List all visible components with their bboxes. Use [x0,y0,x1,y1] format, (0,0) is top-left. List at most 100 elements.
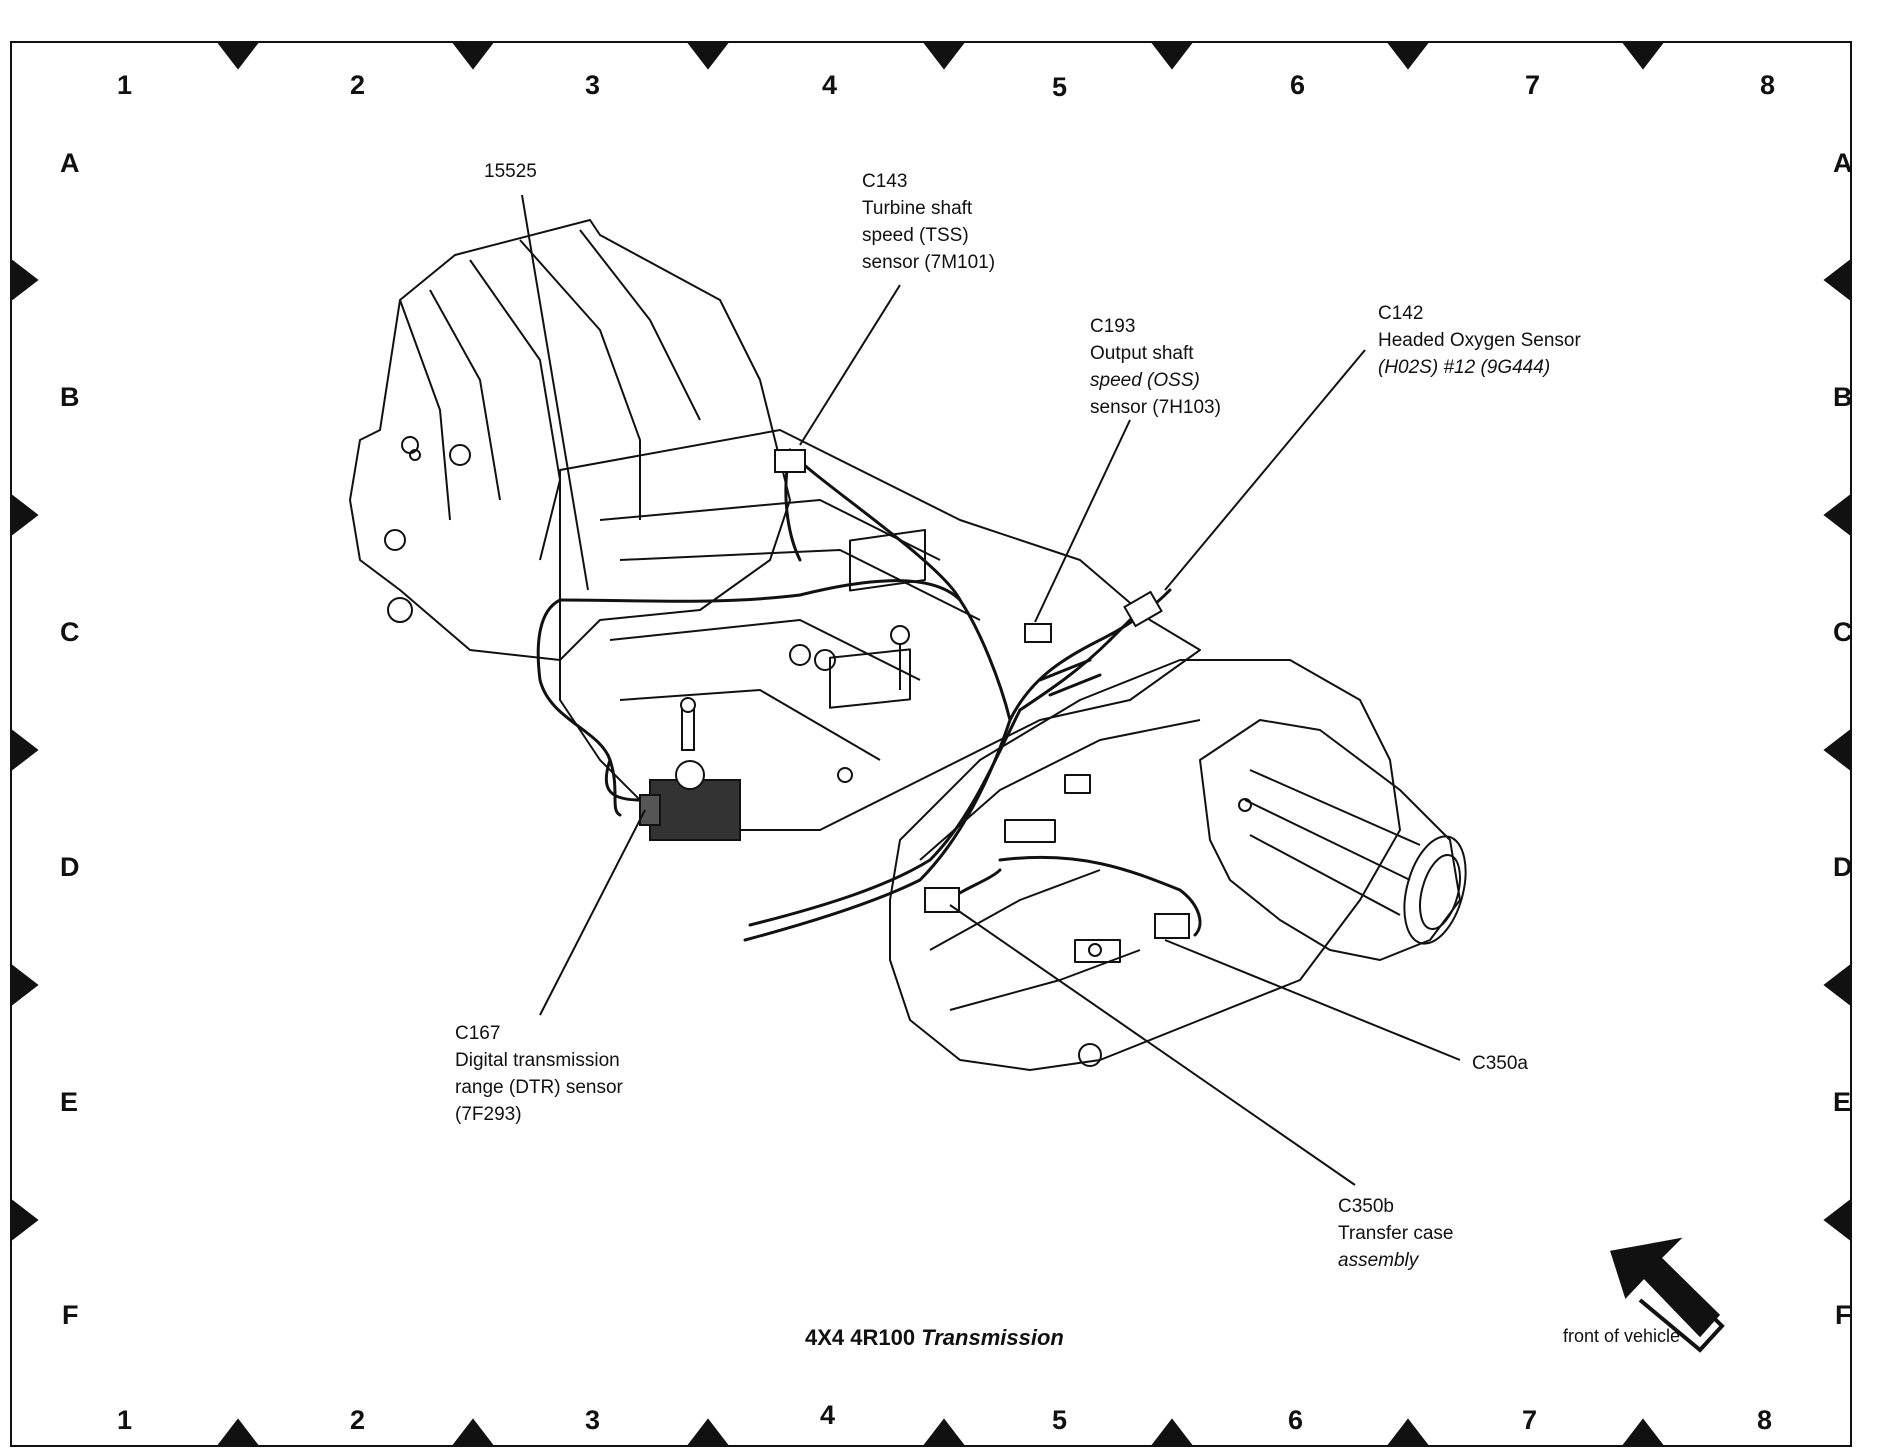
callout-c167: C167 Digital transmission range (DTR) se… [455,1020,623,1128]
grid-marker-left-2 [10,493,39,537]
grid-marker-right-5 [1823,1198,1852,1242]
grid-marker-top-6 [1386,41,1430,70]
c350b-line-2: assembly [1338,1250,1419,1271]
grid-marker-right-4 [1823,963,1852,1007]
grid-marker-top-1 [216,41,260,70]
front-of-vehicle-label: front of vehicle [1563,1326,1681,1346]
grid-marker-left-5 [10,1198,39,1242]
c350b-id: C350b [1338,1196,1394,1217]
col-label-bottom-3: 3 [585,1405,601,1435]
c143-connector [774,449,806,473]
c143-id: C143 [862,171,908,192]
col-label-top-3: 3 [585,70,601,100]
row-label-left-f: F [62,1300,79,1330]
c142-line-1: Headed Oxygen Sensor [1378,330,1581,351]
col-label-bottom-1: 1 [117,1405,133,1435]
col-label-bottom-5: 5 [1052,1405,1068,1435]
grid-markers [10,41,1852,1447]
c350a-id: C350a [1472,1053,1528,1074]
grid-marker-right-2 [1823,493,1852,537]
callout-c350a: C350a [1472,1050,1528,1077]
col-label-bottom-6: 6 [1288,1405,1304,1435]
col-label-top-7: 7 [1525,70,1541,100]
diagram-caption: 4X4 4R100 Transmission [805,1325,1064,1351]
c167-line-3: (7F293) [455,1104,522,1125]
col-label-top-4: 4 [822,70,838,100]
grid-marker-top-4 [922,41,966,70]
leader-c143 [799,284,901,446]
row-label-left-e: E [60,1087,79,1117]
row-label-left-c: C [60,617,80,647]
col-label-bottom-7: 7 [1522,1405,1538,1435]
callout-15525: 15525 [484,158,537,185]
leader-15525 [521,194,589,591]
col-label-top-2: 2 [350,70,366,100]
front-arrow-icon [1610,1237,1725,1353]
row-label-right-c: C [1833,617,1853,647]
c193-line-2: speed (OSS) [1090,370,1200,391]
leader-c193 [1034,419,1131,623]
leader-c350b [949,904,1356,1186]
c142-connector [1123,590,1163,628]
tss-stud [890,625,910,690]
callout-c143: C143 Turbine shaft speed (TSS) sensor (7… [862,168,995,276]
transmission-case [349,219,1467,1071]
grid-marker-left-1 [10,258,39,302]
c350b-line-1: Transfer case [1338,1223,1454,1244]
col-label-top-5: 5 [1052,72,1068,102]
callout-c142: C142 Headed Oxygen Sensor (H02S) #12 (9G… [1378,300,1581,381]
c350a-connector [1154,913,1190,939]
c143-line-3: sensor (7M101) [862,252,996,273]
row-label-right-a: A [1833,148,1853,178]
dtr-sensor [639,697,741,841]
connectors [774,449,1190,939]
c142-line-2: (H02S) #12 (9G444) [1378,357,1551,378]
grid-marker-top-7 [1621,41,1665,70]
leader-c350a [1164,939,1461,1061]
grid-marker-top-3 [686,41,730,70]
grid-marker-left-4 [10,963,39,1007]
c143-line-1: Turbine shaft [862,198,973,219]
col-label-top-6: 6 [1290,70,1306,100]
grid-marker-bottom-5 [1150,1418,1194,1447]
callout-c350b: C350b Transfer case assembly [1338,1193,1453,1274]
col-label-bottom-8: 8 [1757,1405,1773,1435]
grid-marker-bottom-2 [451,1418,495,1447]
grid-marker-right-3 [1823,728,1852,772]
col-label-bottom-2: 2 [350,1405,366,1435]
c143-line-2: speed (TSS) [862,225,969,246]
leader-c142 [1164,349,1366,591]
c193-id: C193 [1090,316,1136,337]
c167-line-1: Digital transmission [455,1050,620,1071]
row-label-right-b: B [1833,382,1853,412]
callout-15525-line: 15525 [484,161,537,182]
c167-line-2: range (DTR) sensor [455,1077,623,1098]
col-label-top-8: 8 [1760,70,1776,100]
row-label-right-f: F [1835,1300,1852,1330]
grid-marker-bottom-7 [1621,1418,1665,1447]
grid-marker-left-3 [10,728,39,772]
grid-marker-right-1 [1823,258,1852,302]
c193-connector [1024,623,1052,643]
col-label-top-1: 1 [117,70,133,100]
grid-marker-bottom-4 [922,1418,966,1447]
caption-prefix: 4X4 4R100 [805,1325,922,1350]
c142-id: C142 [1378,303,1424,324]
row-label-right-e: E [1833,1087,1852,1117]
grid-marker-top-2 [451,41,495,70]
c193-line-1: Output shaft [1090,343,1194,364]
leader-c167 [539,809,646,1016]
caption-emphasis: Transmission [921,1325,1064,1350]
grid-marker-top-5 [1150,41,1194,70]
row-label-left-a: A [60,148,80,178]
c167-id: C167 [455,1023,501,1044]
col-label-bottom-4: 4 [820,1400,836,1430]
row-label-left-b: B [60,382,80,412]
leader-lines [521,194,1461,1186]
grid-marker-bottom-6 [1386,1418,1430,1447]
grid-marker-bottom-1 [216,1418,260,1447]
c193-line-3: sensor (7H103) [1090,397,1221,418]
row-label-right-d: D [1833,852,1853,882]
row-label-left-d: D [60,852,80,882]
